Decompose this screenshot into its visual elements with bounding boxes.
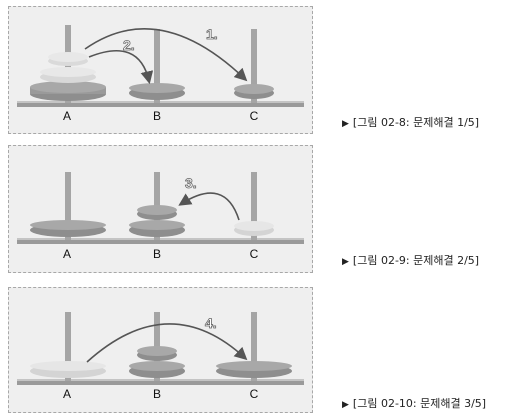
- base-rail-highlight: [17, 238, 304, 240]
- peg-a: [65, 172, 71, 240]
- caption-marker: ▶: [342, 119, 349, 129]
- arrow-move-2: [88, 49, 154, 85]
- figure-panel-1: 1. 2. A B C: [8, 6, 313, 134]
- step-label-2: 2.: [123, 37, 135, 53]
- peg-c: [251, 172, 257, 240]
- disk-small-on-b-top: [137, 346, 177, 356]
- disk-on-b-top: [129, 83, 185, 93]
- figure-caption-3: ▶[그림 02-10: 문제해결 3/5]: [342, 395, 486, 411]
- peg-label-a: A: [62, 247, 71, 261]
- peg-label-c: C: [249, 109, 259, 123]
- disk-large-top: [30, 220, 106, 230]
- caption-text: [그림 02-8: 문제해결 1/5]: [352, 116, 480, 129]
- peg-c: [251, 29, 257, 103]
- disk-large-top: [30, 81, 106, 93]
- hanoi-diagram-2: 3.: [17, 172, 304, 244]
- peg-label-a: A: [62, 387, 71, 401]
- caption-text: [그림 02-10: 문제해결 3/5]: [352, 397, 487, 410]
- peg-label-a: A: [62, 109, 71, 123]
- disk-medium-faded-top: [40, 67, 96, 77]
- peg-label-c: C: [249, 247, 259, 261]
- disk-small-faded-top: [48, 52, 88, 62]
- base-rail-highlight: [17, 379, 304, 381]
- base-rail: [17, 238, 304, 244]
- figure-panel-2: 3. A B C: [8, 145, 313, 273]
- peg-label-b: B: [152, 109, 161, 123]
- disk-medium-on-b-top: [129, 361, 185, 371]
- peg-label-c: C: [249, 387, 259, 401]
- step-label-3: 3.: [185, 175, 197, 191]
- disk-medium-on-b-top: [129, 220, 185, 230]
- caption-marker: ▶: [342, 257, 349, 267]
- figure-caption-2: ▶[그림 02-9: 문제해결 2/5]: [342, 252, 479, 268]
- caption-marker: ▶: [342, 400, 349, 410]
- disk-small-on-b-top: [137, 205, 177, 215]
- peg-label-b: B: [152, 387, 161, 401]
- peg-c: [251, 312, 257, 381]
- step-label-4: 4.: [205, 315, 217, 331]
- base-rail: [17, 379, 304, 385]
- disk-large-on-c-top: [216, 361, 292, 371]
- arrow-move-4: [86, 323, 248, 363]
- disk-large-faded-top: [30, 361, 106, 371]
- disk-small-faded-top: [234, 221, 274, 231]
- peg-b: [154, 29, 160, 103]
- hanoi-diagram-3: 4.: [17, 312, 304, 385]
- peg-a: [65, 312, 71, 381]
- figure-caption-1: ▶[그림 02-8: 문제해결 1/5]: [342, 114, 479, 130]
- disk-on-c-top: [234, 84, 274, 94]
- caption-text: [그림 02-9: 문제해결 2/5]: [352, 254, 480, 267]
- hanoi-diagram-1: 1. 2.: [17, 25, 304, 107]
- arrow-move-3: [178, 192, 240, 221]
- figure-panel-3: 4. A B C: [8, 287, 313, 413]
- step-label-1: 1.: [206, 26, 218, 42]
- base-rail: [17, 101, 304, 107]
- base-rail-highlight: [17, 101, 304, 103]
- peg-label-b: B: [152, 247, 161, 261]
- arrow-move-1: [84, 28, 248, 82]
